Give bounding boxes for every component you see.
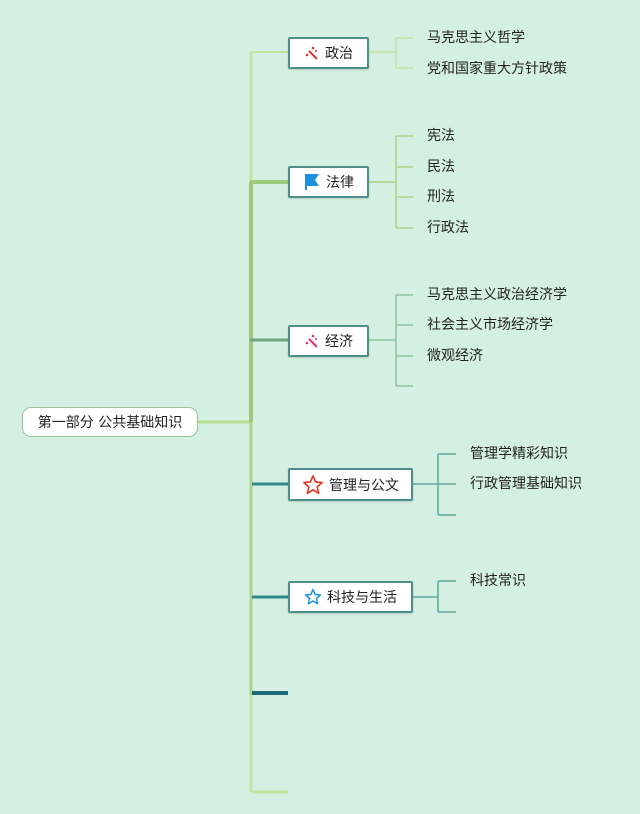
branch-node-management[interactable]: 管理与公文 bbox=[288, 468, 413, 501]
root-label: 第一部分 公共基础知识 bbox=[37, 415, 183, 431]
magic-wand-icon bbox=[304, 333, 320, 349]
branch-node-economy[interactable]: 经济 bbox=[288, 325, 369, 357]
leaf-item[interactable]: 宪法 bbox=[427, 128, 455, 144]
red-star-icon bbox=[302, 474, 324, 496]
leaf-item[interactable]: 科技常识 bbox=[470, 573, 526, 589]
leaf-item[interactable]: 管理学精彩知识 bbox=[470, 446, 568, 462]
branch-label: 经济 bbox=[325, 334, 353, 350]
management-children-bracket bbox=[412, 453, 456, 516]
leaf-item[interactable]: 社会主义市场经济学 bbox=[427, 317, 553, 333]
branch-label: 科技与生活 bbox=[327, 590, 397, 606]
root-node[interactable]: 第一部分 公共基础知识 bbox=[22, 407, 198, 437]
leaf-item[interactable]: 马克思主义哲学 bbox=[427, 30, 525, 46]
leaf-item[interactable]: 党和国家重大方针政策 bbox=[427, 61, 567, 77]
magic-wand-icon bbox=[304, 45, 320, 61]
branch-label: 政治 bbox=[325, 46, 353, 62]
branch-label: 法律 bbox=[326, 175, 354, 191]
branch-label: 管理与公文 bbox=[329, 477, 399, 494]
politics-children-bracket bbox=[368, 37, 413, 69]
law-children-bracket bbox=[368, 135, 413, 229]
economy-children-bracket bbox=[368, 294, 413, 387]
branch-node-politics[interactable]: 政治 bbox=[288, 37, 369, 69]
blue-star-icon bbox=[304, 588, 322, 606]
leaf-item[interactable]: 行政法 bbox=[427, 220, 469, 236]
flag-icon bbox=[303, 173, 321, 191]
branch-node-tech[interactable]: 科技与生活 bbox=[288, 581, 413, 613]
branch-node-law[interactable]: 法律 bbox=[288, 166, 369, 198]
leaf-item[interactable]: 马克思主义政治经济学 bbox=[427, 287, 567, 303]
leaf-item[interactable]: 刑法 bbox=[427, 189, 455, 205]
leaf-item[interactable]: 民法 bbox=[427, 159, 455, 175]
leaf-item[interactable]: 微观经济 bbox=[427, 348, 483, 364]
tech-children-bracket bbox=[412, 580, 456, 613]
leaf-item[interactable]: 行政管理基础知识 bbox=[470, 476, 582, 492]
